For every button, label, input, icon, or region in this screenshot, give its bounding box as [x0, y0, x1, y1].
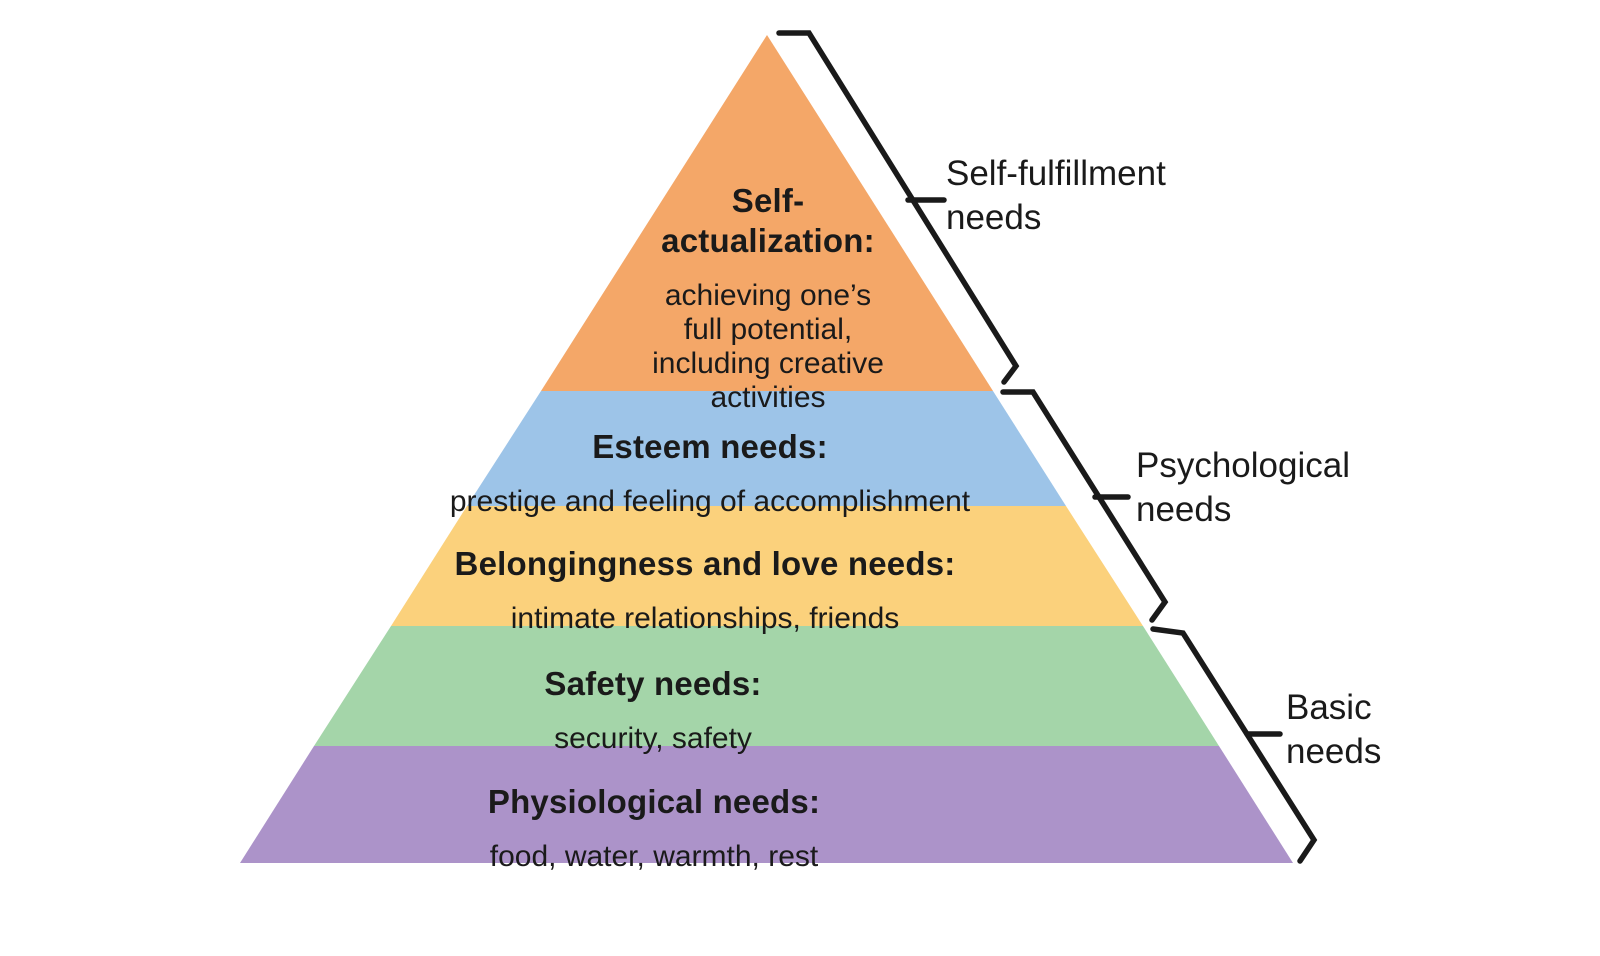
level-heading-physiological: Physiological needs: — [487, 783, 821, 820]
level-description-esteem: prestige and feeling of accomplishment — [449, 485, 971, 518]
level-text-physiological: Physiological needs: food, water, warmth… — [488, 764, 820, 892]
level-heading-self-actualization: Self- actualization: — [661, 182, 875, 259]
level-description-safety: security, safety — [554, 722, 752, 755]
level-heading-safety: Safety needs: — [544, 665, 762, 702]
level-heading-belongingness: Belongingness and love needs: — [454, 545, 956, 582]
group-label-self-fulfillment: Self-fulfillment needs — [946, 154, 1166, 237]
group-label-psychological: Psychological needs — [1136, 446, 1350, 529]
level-text-self-actualization: Self- actualization: achieving one’s ful… — [652, 163, 884, 433]
group-label-basic: Basic needs — [1286, 688, 1382, 771]
level-description-belongingness: intimate relationships, friends — [510, 602, 900, 635]
level-text-esteem: Esteem needs: prestige and feeling of ac… — [450, 409, 970, 537]
level-shape-esteem — [467, 391, 1066, 506]
level-text-belongingness: Belongingness and love needs: intimate r… — [455, 526, 956, 654]
level-shape-safety — [314, 626, 1219, 746]
level-heading-esteem: Esteem needs: — [592, 428, 828, 465]
level-description-self-actualization: achieving one’s full potential, includin… — [652, 279, 884, 414]
level-shape-physiological — [240, 746, 1293, 863]
level-description-physiological: food, water, warmth, rest — [489, 840, 819, 873]
level-text-safety: Safety needs: security, safety — [544, 646, 761, 774]
level-shape-belongingness — [391, 506, 1143, 626]
level-shape-self-actualization — [541, 35, 993, 391]
